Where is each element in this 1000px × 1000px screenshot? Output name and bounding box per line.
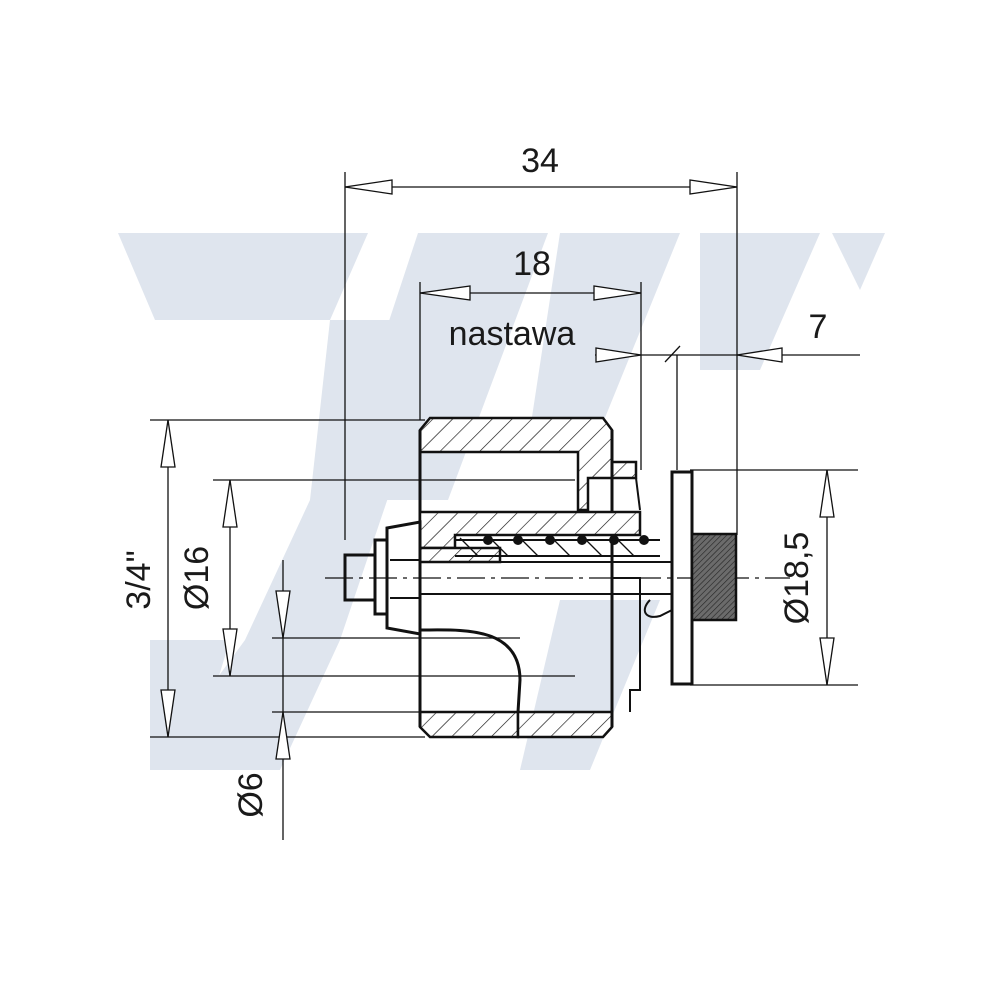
nastawa-label: nastawa — [449, 315, 576, 353]
dim-7-text: 7 — [809, 308, 828, 346]
spring — [455, 535, 660, 557]
dimension-thread-size: 3/4" — [120, 419, 425, 738]
dim-34-text: 34 — [521, 142, 559, 180]
dimension-nastawa-length: 18 — [419, 245, 642, 470]
dimension-bore-diameter: Ø16 — [178, 479, 575, 677]
dim-bore-text: Ø16 — [178, 546, 216, 610]
dimension-overall-length: 34 — [344, 142, 738, 540]
stem-and-nut — [343, 520, 672, 636]
dimension-cap-thickness: nastawa 7 — [449, 308, 860, 470]
valve-cap — [643, 470, 738, 686]
dimension-cap-diameter: Ø18,5 — [690, 469, 858, 686]
dim-stem-text: Ø6 — [232, 772, 270, 817]
dim-thread-text: 3/4" — [120, 550, 158, 609]
dim-18-text: 18 — [513, 245, 551, 283]
